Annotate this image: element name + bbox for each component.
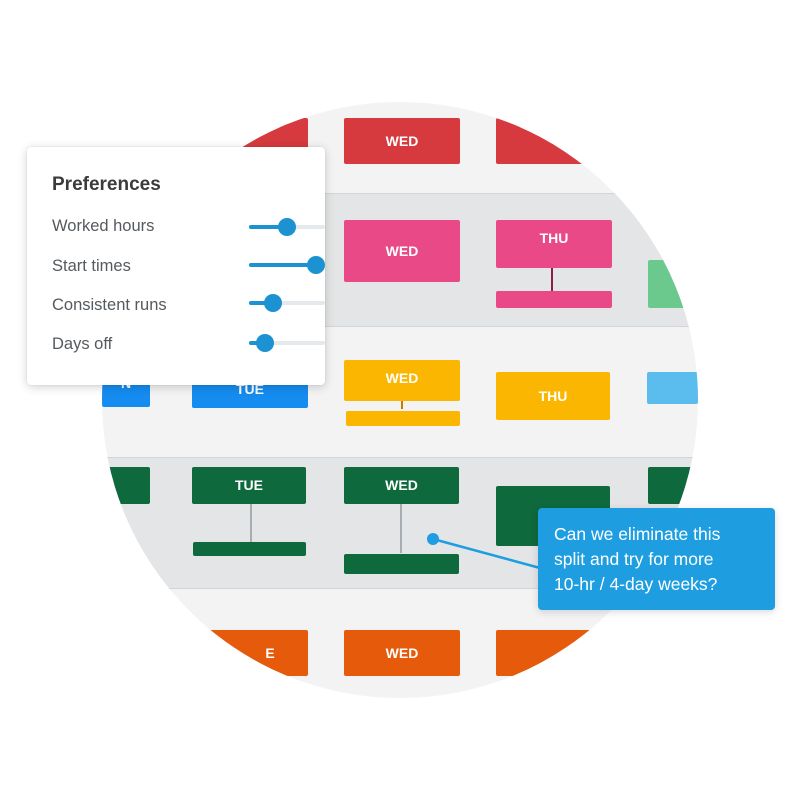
shift-yellow-wed[interactable]: WED — [344, 360, 460, 401]
row-divider — [102, 326, 698, 327]
split-shift-bar[interactable] — [344, 554, 459, 574]
shift-label: WED — [385, 243, 419, 259]
row-divider — [102, 457, 698, 458]
slider-fill — [249, 225, 287, 229]
tooltip-line: split and try for more — [554, 549, 714, 569]
worked-hours-slider[interactable] — [249, 217, 325, 237]
slider-track — [249, 301, 325, 305]
preferences-title: Preferences — [52, 174, 161, 195]
shift-label: TUE — [236, 381, 264, 397]
shift-pink-wed[interactable]: WED — [344, 220, 460, 282]
shift-orange-mon-partial[interactable] — [102, 630, 150, 676]
shift-green-wed[interactable]: WED — [344, 467, 459, 504]
slider-thumb[interactable] — [307, 256, 325, 274]
pref-label-days-off: Days off — [52, 335, 113, 353]
comment-tooltip: Can we eliminate this split and try for … — [538, 508, 775, 610]
shift-label: THU — [538, 388, 568, 404]
split-shift-bar[interactable] — [346, 411, 460, 426]
pref-label-worked-hours: Worked hours — [52, 217, 155, 235]
schedule-circle: WED WED THU N TUE WED THU TUE WED E WED — [102, 102, 698, 698]
shift-light-blue-partial[interactable] — [647, 372, 698, 404]
shift-green-mon-partial[interactable] — [102, 467, 150, 504]
row-divider — [102, 588, 698, 589]
split-connector — [250, 504, 252, 542]
shift-red-wed[interactable]: WED — [344, 118, 460, 164]
shift-orange-tue[interactable]: E — [192, 630, 308, 676]
split-connector — [400, 504, 402, 553]
shift-orange-wed[interactable]: WED — [344, 630, 460, 676]
preferences-panel: Preferences Worked hours Start times Con… — [27, 147, 325, 385]
shift-green-fri-partial[interactable] — [648, 467, 698, 504]
pref-label-consistent-runs: Consistent runs — [52, 296, 167, 314]
shift-label: THU — [539, 230, 569, 246]
shift-label: WED — [385, 133, 419, 149]
tooltip-line: 10-hr / 4-day weeks? — [554, 574, 718, 594]
shift-label: WED — [385, 645, 419, 661]
row-divider — [102, 193, 698, 194]
tooltip-line: Can we eliminate this — [554, 524, 721, 544]
shift-label: WED — [385, 370, 419, 386]
start-times-slider[interactable] — [249, 255, 325, 275]
tooltip-text: Can we eliminate this split and try for … — [554, 522, 768, 597]
shift-red-thu-partial[interactable] — [496, 118, 612, 164]
split-connector — [401, 401, 403, 409]
slider-fill — [249, 263, 316, 267]
shift-green-tue[interactable]: TUE — [192, 467, 306, 504]
shift-label: E — [265, 645, 275, 661]
shift-pink-thu[interactable]: THU — [496, 220, 612, 268]
shift-yellow-thu[interactable]: THU — [496, 372, 610, 420]
slider-thumb[interactable] — [263, 294, 282, 312]
split-connector — [551, 268, 553, 291]
slider-fill — [249, 301, 273, 305]
shift-orange-thu[interactable] — [496, 630, 612, 676]
consistent-runs-slider[interactable] — [249, 293, 325, 313]
days-off-slider[interactable] — [249, 333, 325, 353]
shift-label: TUE — [235, 477, 263, 493]
slider-thumb[interactable] — [278, 218, 296, 236]
shift-label: WED — [385, 477, 418, 493]
slider-track — [249, 341, 325, 345]
shift-light-green-partial[interactable] — [648, 260, 698, 308]
split-shift-bar[interactable] — [496, 291, 612, 308]
pref-label-start-times: Start times — [52, 257, 131, 275]
split-shift-bar[interactable] — [193, 542, 306, 556]
slider-thumb[interactable] — [255, 334, 274, 352]
